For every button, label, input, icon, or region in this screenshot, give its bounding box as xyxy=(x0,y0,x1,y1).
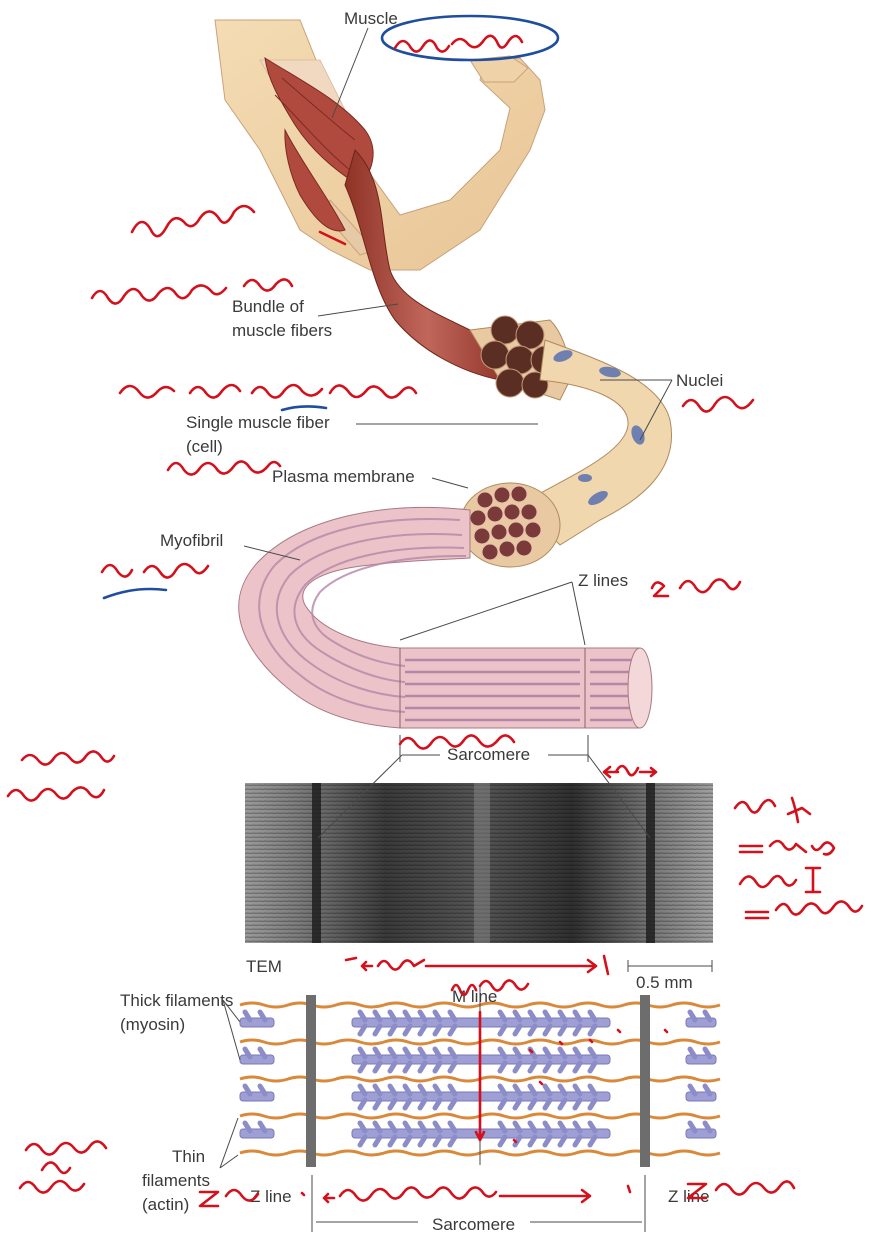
label-z-lines: Z lines xyxy=(578,571,628,590)
label-myofibril: Myofibril xyxy=(160,531,223,550)
label-thin-line1: Thin xyxy=(172,1147,205,1166)
label-single-fiber-line2: (cell) xyxy=(186,437,223,456)
label-single-fiber-line1: Single muscle fiber xyxy=(186,413,330,432)
z-disc-left xyxy=(306,995,316,1167)
label-scale-bar: 0.5 mm xyxy=(636,973,693,992)
label-plasma-membrane: Plasma membrane xyxy=(272,467,415,486)
label-bundle-line1: Bundle of xyxy=(232,297,304,316)
label-sarcomere-top: Sarcomere xyxy=(447,745,530,764)
label-bundle-line2: muscle fibers xyxy=(232,321,332,340)
tem-micrograph xyxy=(245,783,713,943)
label-sarcomere-bottom: Sarcomere xyxy=(432,1215,515,1234)
label-thick-line2: (myosin) xyxy=(120,1015,185,1034)
myofibril-tube xyxy=(239,507,652,728)
fiber-cross-section xyxy=(460,483,560,567)
label-thin-line2: filaments xyxy=(142,1171,210,1190)
z-disc-right xyxy=(640,995,650,1167)
label-nuclei: Nuclei xyxy=(676,371,723,390)
label-thin-line3: (actin) xyxy=(142,1195,189,1214)
label-thick-line1: Thick filaments xyxy=(120,991,233,1010)
label-tem: TEM xyxy=(246,957,282,976)
label-muscle: Muscle xyxy=(344,9,398,28)
